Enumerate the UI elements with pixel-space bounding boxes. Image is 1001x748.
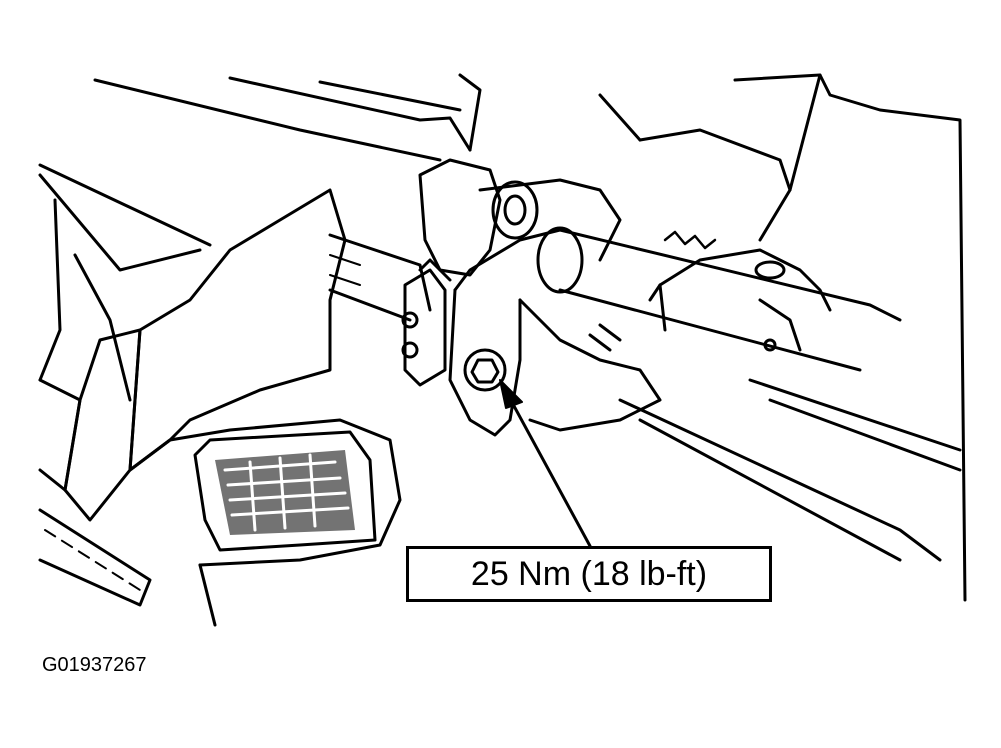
figure-id: G01937267 (42, 654, 147, 676)
torque-spec-text: 25 Nm (18 lb-ft) (470, 554, 708, 593)
mounting-bracket (648, 230, 832, 352)
steering-shaft (328, 226, 962, 562)
body-panels (38, 73, 967, 602)
hatched-mat (193, 430, 377, 552)
torn-insulation (38, 128, 792, 627)
torque-spec-callout: 25 Nm (18 lb-ft) (406, 546, 772, 602)
steering-column-illustration (38, 73, 967, 627)
universal-joint (401, 158, 662, 437)
torque-leader-arrow (499, 379, 592, 548)
